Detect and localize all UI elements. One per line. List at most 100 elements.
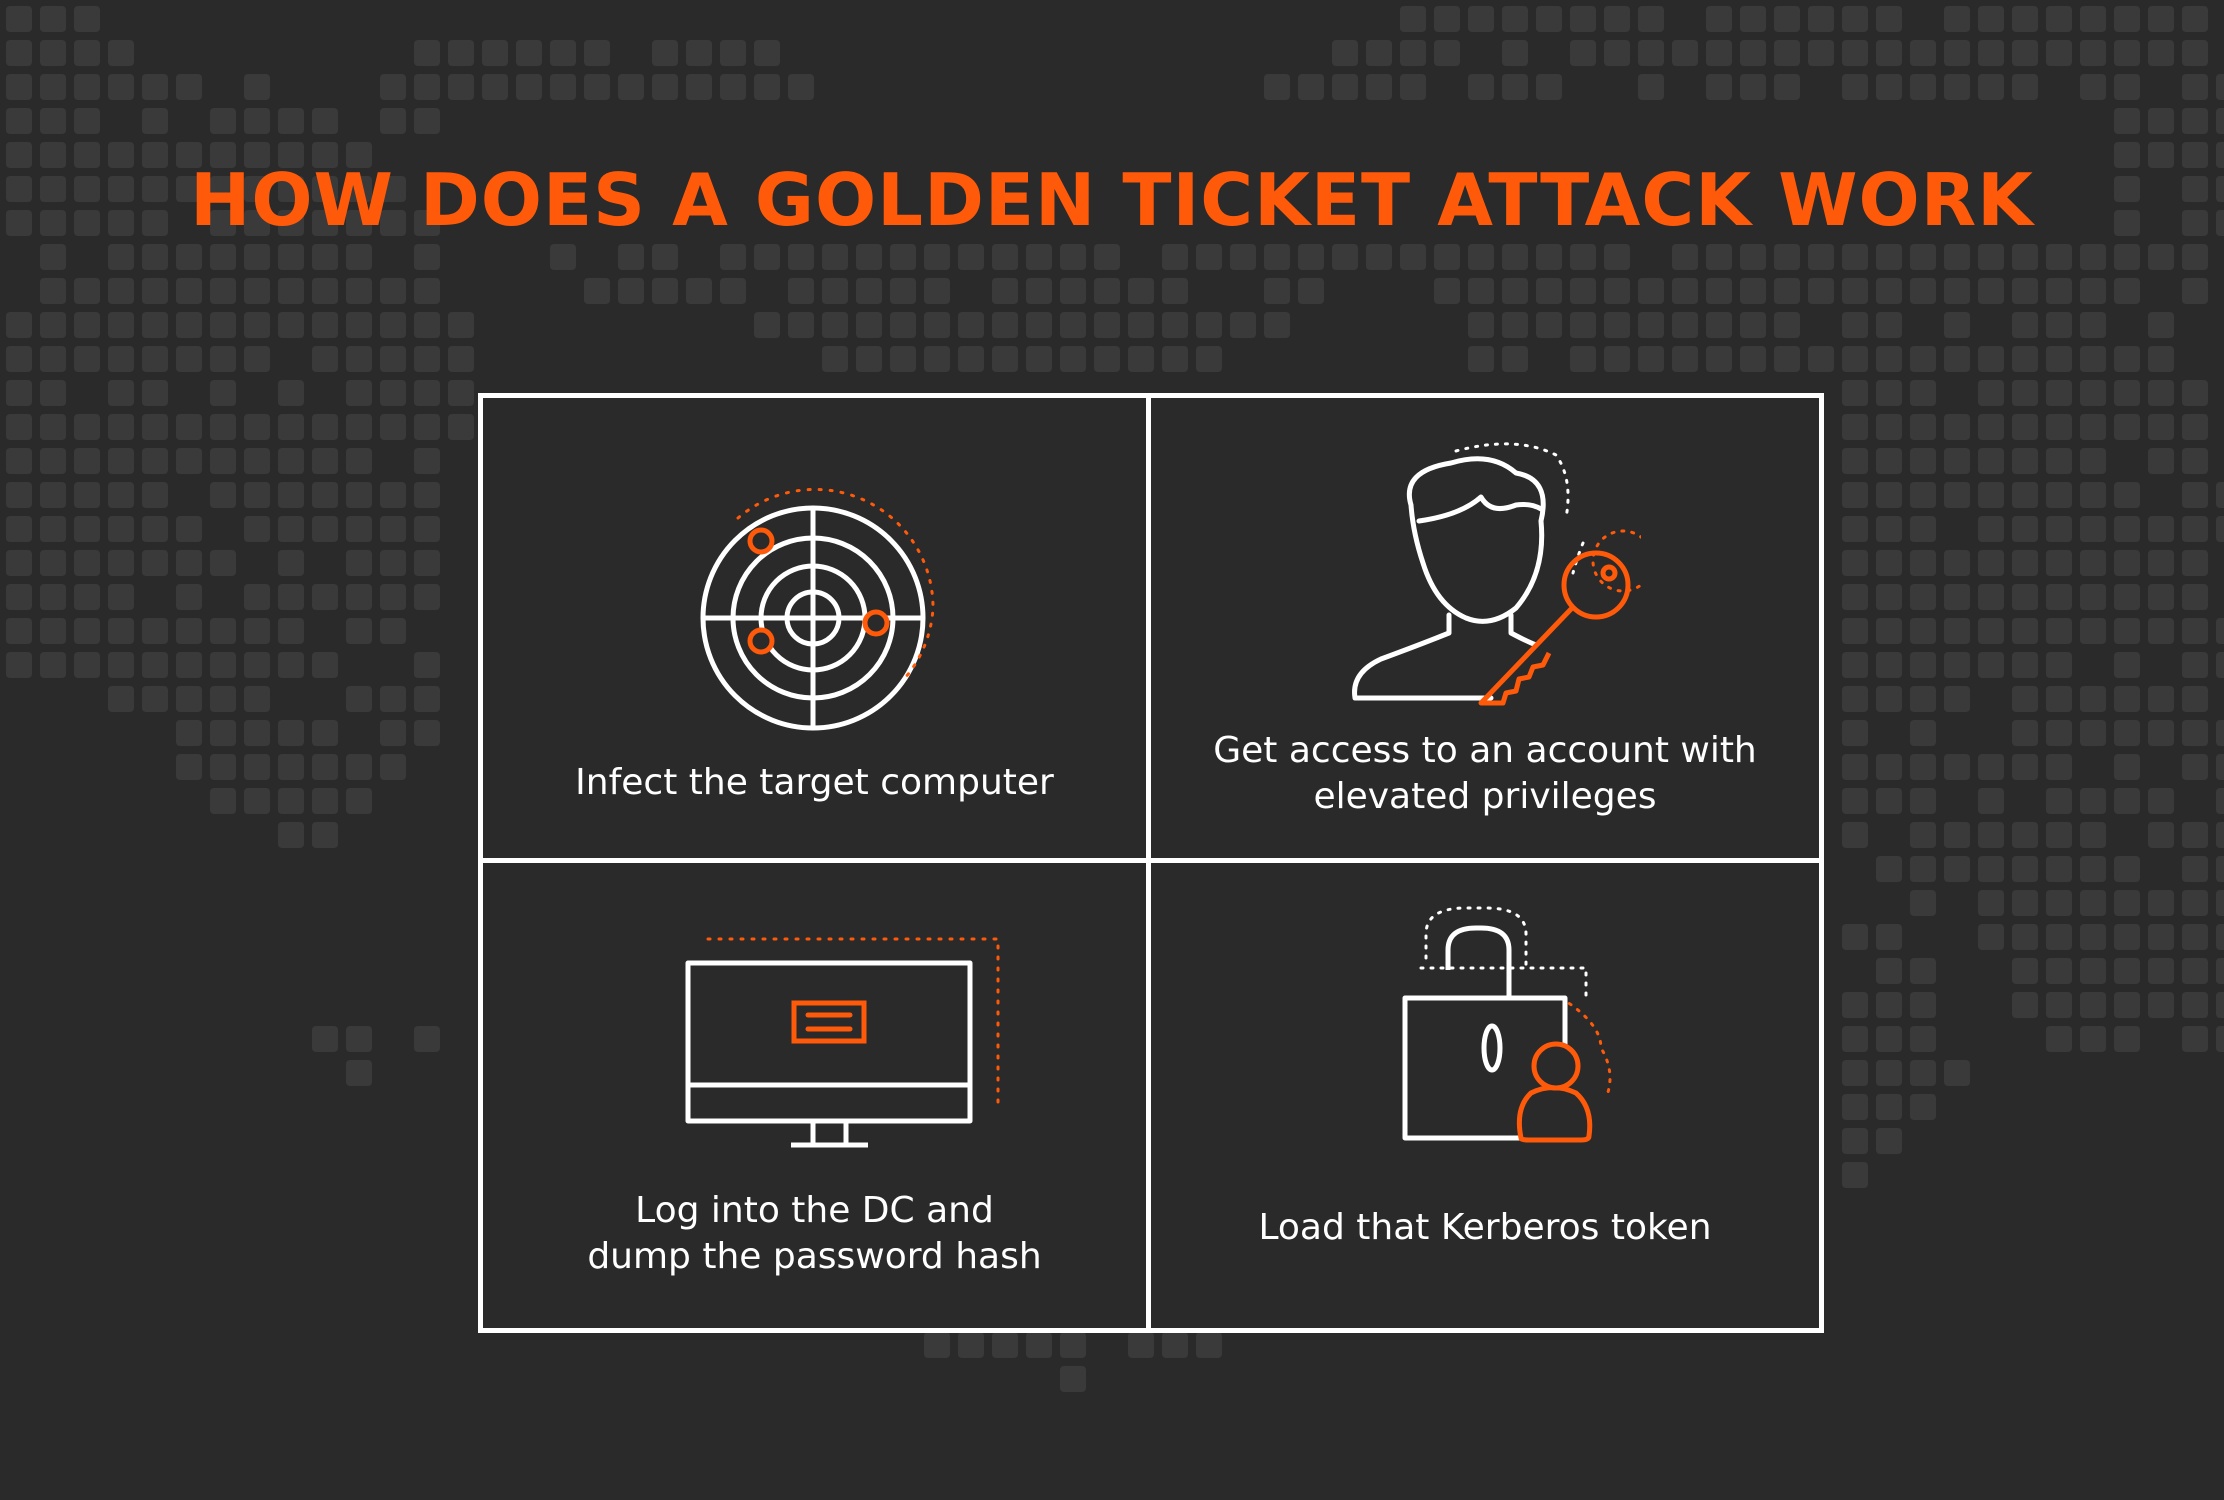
map-dot	[992, 278, 1018, 304]
map-dot	[142, 618, 168, 644]
map-dot	[856, 312, 882, 338]
map-dot	[1570, 278, 1596, 304]
map-dot	[414, 652, 440, 678]
map-dot	[108, 618, 134, 644]
map-dot	[1502, 346, 1528, 372]
map-dot	[2182, 890, 2208, 916]
map-dot	[1536, 244, 1562, 270]
map-dot	[244, 720, 270, 746]
map-dot	[1978, 40, 2004, 66]
map-dot	[1026, 244, 1052, 270]
map-dot	[1162, 244, 1188, 270]
step-caption-access: Get access to an account with elevated p…	[1213, 730, 1757, 817]
map-dot	[142, 414, 168, 440]
map-dot	[2080, 40, 2106, 66]
map-dot	[244, 74, 270, 100]
map-dot	[1876, 40, 1902, 66]
map-dot	[1434, 244, 1460, 270]
map-dot	[40, 108, 66, 134]
map-dot	[2012, 618, 2038, 644]
map-dot	[176, 618, 202, 644]
map-dot	[6, 652, 32, 678]
map-dot	[1978, 754, 2004, 780]
map-dot	[1400, 40, 1426, 66]
map-dot	[2012, 482, 2038, 508]
map-dot	[278, 618, 304, 644]
map-dot	[142, 652, 168, 678]
map-dot	[1740, 6, 1766, 32]
map-dot	[2080, 788, 2106, 814]
map-dot	[2046, 380, 2072, 406]
map-dot	[2114, 482, 2140, 508]
map-dot	[1060, 244, 1086, 270]
step-caption-load: Load that Kerberos token	[1258, 1207, 1712, 1248]
map-dot	[346, 482, 372, 508]
map-dot	[2182, 584, 2208, 610]
map-dot	[346, 414, 372, 440]
map-dot	[448, 74, 474, 100]
map-dot	[1842, 380, 1868, 406]
map-dot	[108, 210, 134, 236]
map-dot	[1706, 40, 1732, 66]
map-dot	[1944, 686, 1970, 712]
map-dot	[346, 754, 372, 780]
map-dot	[1366, 74, 1392, 100]
map-dot	[2114, 74, 2140, 100]
map-dot	[1468, 312, 1494, 338]
map-dot	[176, 550, 202, 576]
map-dot	[2182, 6, 2208, 32]
map-dot	[2080, 720, 2106, 746]
map-dot	[1740, 278, 1766, 304]
map-dot	[1944, 346, 1970, 372]
map-dot	[142, 176, 168, 202]
map-dot	[74, 108, 100, 134]
map-dot	[958, 1332, 984, 1358]
map-dot	[1332, 74, 1358, 100]
map-dot	[1808, 244, 1834, 270]
map-dot	[2046, 414, 2072, 440]
map-dot	[1978, 346, 2004, 372]
map-dot	[2080, 618, 2106, 644]
map-dot	[1162, 346, 1188, 372]
map-dot	[1026, 312, 1052, 338]
map-dot	[2012, 448, 2038, 474]
map-dot	[2182, 380, 2208, 406]
map-dot	[2080, 380, 2106, 406]
map-dot	[2216, 176, 2224, 202]
map-dot	[1910, 380, 1936, 406]
map-dot	[822, 312, 848, 338]
map-dot	[2114, 142, 2140, 168]
map-dot	[414, 584, 440, 610]
map-dot	[2216, 822, 2224, 848]
map-dot	[2012, 686, 2038, 712]
map-dot	[2046, 482, 2072, 508]
map-dot	[992, 244, 1018, 270]
map-dot	[1604, 40, 1630, 66]
map-dot	[1876, 6, 1902, 32]
map-dot	[142, 108, 168, 134]
map-dot	[1944, 856, 1970, 882]
map-dot	[380, 414, 406, 440]
map-dot	[40, 652, 66, 678]
map-dot	[2182, 40, 2208, 66]
map-dot	[2216, 992, 2224, 1018]
map-dot	[1774, 244, 1800, 270]
map-dot	[2182, 822, 2208, 848]
map-dot	[1842, 40, 1868, 66]
map-dot	[176, 414, 202, 440]
map-dot	[6, 108, 32, 134]
map-dot	[380, 720, 406, 746]
map-dot	[346, 448, 372, 474]
map-dot	[2012, 856, 2038, 882]
map-dot	[1774, 40, 1800, 66]
map-dot	[2182, 176, 2208, 202]
map-dot	[40, 516, 66, 542]
map-dot	[414, 278, 440, 304]
map-dot	[2114, 516, 2140, 542]
map-dot	[448, 380, 474, 406]
map-dot	[74, 414, 100, 440]
map-dot	[1876, 856, 1902, 882]
map-dot	[754, 244, 780, 270]
map-dot	[278, 448, 304, 474]
map-dot	[2114, 244, 2140, 270]
